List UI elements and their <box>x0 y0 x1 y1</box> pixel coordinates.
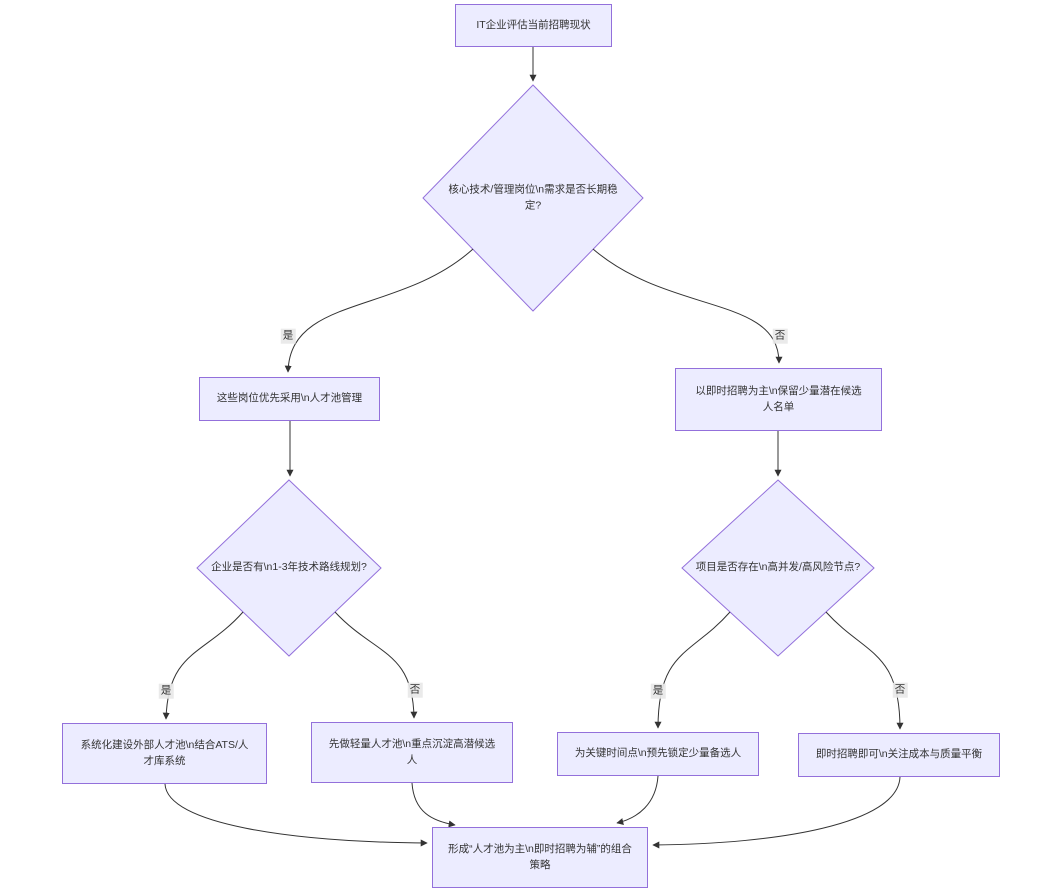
edge-label-d1-no: 否 <box>772 328 788 344</box>
decision-core-demand-label: 核心技术/管理岗位\n需求是否长期稳定? <box>448 183 618 211</box>
edge-sys-to-final <box>164 783 428 847</box>
edge-light-to-final <box>411 782 456 828</box>
node-final-strategy: 形成“人才池为主\n即时招聘为辅”的组合策略 <box>432 827 648 888</box>
edge-d1-no-to-instant <box>592 248 783 364</box>
edge-label-d2-yes: 是 <box>158 683 174 699</box>
edge-label-d2-no: 否 <box>407 682 423 698</box>
edge-d3-no-to-balance <box>825 611 904 730</box>
node-light-pool: 先做轻量人才池\n重点沉淀高潜候选人 <box>311 722 513 783</box>
edge-d1-yes-to-pool <box>284 248 474 373</box>
node-pool-management: 这些岗位优先采用\n人才池管理 <box>199 377 380 421</box>
edge-lock-to-final <box>616 775 659 825</box>
edge-label-d3-no: 否 <box>892 682 908 698</box>
edge-d2-no-to-light <box>334 611 418 719</box>
decision-risk-label: 项目是否存在\n高并发/高风险节点? <box>695 561 861 574</box>
edge-d3-yes-to-lock <box>654 611 731 729</box>
node-systematic-pool: 系统化建设外部人才池\n结合ATS/人才库系统 <box>62 723 267 784</box>
node-cost-quality-balance: 即时招聘即可\n关注成本与质量平衡 <box>798 733 1000 777</box>
node-lock-candidates: 为关键时间点\n预先锁定少量备选人 <box>557 732 759 776</box>
node-instant-recruiting: 以即时招聘为主\n保留少量潜在候选人名单 <box>675 368 882 431</box>
decision-roadmap-label: 企业是否有\n1-3年技术路线规划? <box>211 561 367 574</box>
edge-balance-to-final <box>652 776 901 849</box>
decision-diamond-core-demand <box>422 84 644 312</box>
edge-d2-yes-to-sys <box>162 611 244 720</box>
node-start: IT企业评估当前招聘现状 <box>455 4 612 47</box>
edge-label-d1-yes: 是 <box>280 328 296 344</box>
edge-label-d3-yes: 是 <box>650 683 666 699</box>
